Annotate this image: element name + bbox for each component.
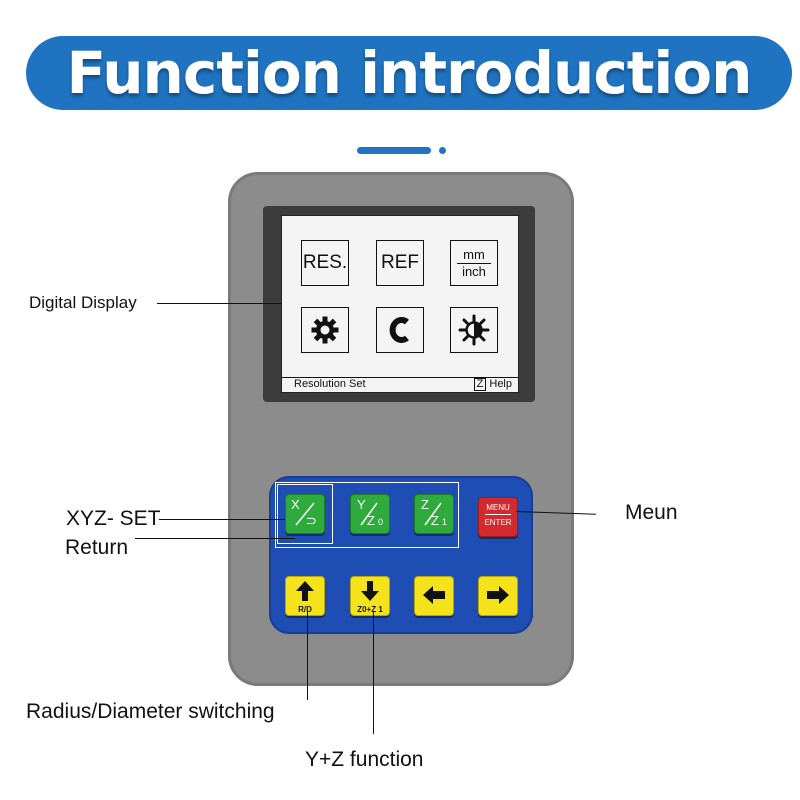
yz-function-label: Y+Z function (305, 748, 424, 771)
digital-display-leader (157, 303, 282, 304)
x-key-highlight (277, 484, 333, 544)
z-axis-key[interactable]: Z Z 1 (414, 494, 454, 534)
yz-function-leader (373, 612, 374, 734)
menu-enter-key[interactable]: MENU ENTER (478, 497, 518, 537)
menu-key-label: MENU (486, 503, 510, 512)
xyz-selection-box (275, 482, 459, 548)
units-toggle-button[interactable]: mm inch (450, 240, 498, 286)
x-key-return-symbol: ⊃ (306, 513, 317, 528)
settings-button[interactable] (301, 307, 349, 353)
return-leader (135, 538, 295, 539)
radius-diameter-leader (307, 612, 308, 700)
status-help-label: Help (489, 378, 512, 390)
status-resolution-set: Resolution Set (294, 378, 366, 390)
y-axis-key[interactable]: Y Z 0 (350, 494, 390, 534)
z-key-top: Z (421, 497, 429, 512)
rd-key-label: R/D (298, 605, 312, 614)
decorative-bar (357, 147, 431, 154)
reference-button-label: REF (381, 252, 419, 273)
digital-display-label: Digital Display (29, 293, 137, 312)
right-arrow-key[interactable] (478, 576, 518, 616)
gear-icon (311, 316, 339, 344)
y-key-bottom: Z (367, 513, 375, 528)
radius-diameter-key[interactable]: R/D (285, 576, 325, 616)
c-letter-icon (389, 317, 409, 343)
brightness-button[interactable] (450, 307, 498, 353)
resolution-button-label: RES. (302, 252, 348, 273)
slash-icon (424, 502, 442, 526)
title-banner: Function introduction (26, 36, 792, 110)
brightness-icon (458, 314, 490, 346)
radius-diameter-label: Radius/Diameter switching (26, 700, 275, 723)
y-key-top: Y (357, 497, 366, 512)
arrow-down-icon (361, 581, 379, 601)
slash-icon (360, 502, 378, 526)
units-divider (457, 262, 491, 264)
arrow-left-icon (423, 586, 445, 604)
x-axis-key[interactable]: X ⊃ (285, 494, 325, 534)
reference-button[interactable]: REF (376, 240, 424, 286)
z-key-sub: 1 (442, 517, 448, 527)
y-plus-z-key[interactable]: Z0+Z 1 (350, 576, 390, 616)
menu-label: Meun (625, 501, 678, 524)
units-inch-label: inch (462, 263, 486, 279)
menu-key-divider (485, 514, 511, 515)
calculator-button[interactable] (376, 307, 424, 353)
zz-key-label: Z0+Z 1 (357, 605, 383, 614)
resolution-button[interactable]: RES. (301, 240, 349, 286)
slash-icon (295, 502, 315, 526)
decorative-dot (439, 147, 446, 154)
xyz-set-leader (159, 519, 285, 520)
return-label: Return (65, 536, 129, 559)
left-arrow-key[interactable] (414, 576, 454, 616)
enter-key-label: ENTER (484, 518, 512, 527)
z-key-bottom: Z (431, 513, 439, 528)
arrow-up-icon (296, 581, 314, 601)
page-title: Function introduction (66, 39, 753, 107)
xyz-set-label: XYZ- SET (66, 507, 161, 530)
digital-display: RES. REF mm inch (281, 215, 519, 393)
status-z-box: Z (473, 378, 487, 391)
units-mm-label: mm (463, 246, 485, 262)
x-key-top: X (291, 497, 300, 512)
y-key-sub: 0 (378, 517, 384, 527)
arrow-right-icon (487, 586, 509, 604)
